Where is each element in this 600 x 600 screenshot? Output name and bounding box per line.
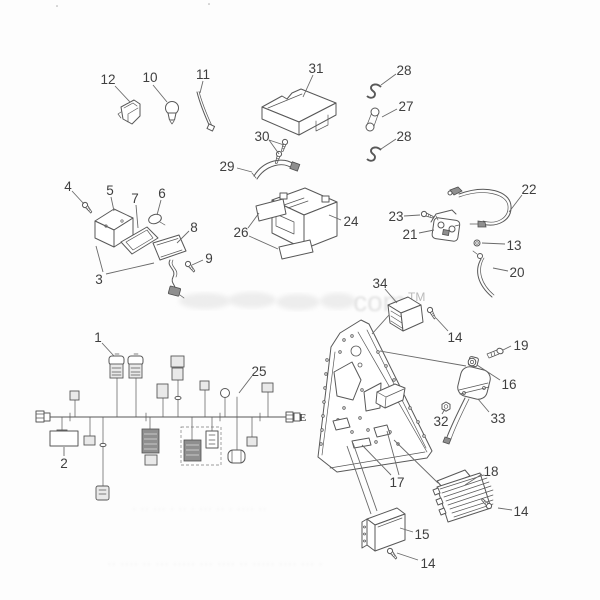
callout-19: 19 [513,338,528,353]
callout-30: 30 [254,129,269,144]
callout-7: 7 [131,191,139,206]
callout-17: 17 [389,475,404,490]
callout-14b: 14 [513,504,529,519]
battery-pads-illustration [255,198,314,260]
nut-13-illustration [473,239,481,247]
callout-32: 32 [433,414,448,429]
leader-lines [63,73,523,561]
nut-32-illustration [441,401,451,412]
j-hook-lower-illustration [366,146,382,162]
callout-22: 22 [521,182,536,197]
callout-6: 6 [158,186,166,201]
callout-23: 23 [388,209,403,224]
callout-12: 12 [100,72,115,87]
callout-10: 10 [142,70,157,85]
battery-box-illustration [261,88,337,136]
callout-1: 1 [94,330,102,345]
cable-tie-illustration [196,91,216,132]
callout-3: 3 [95,272,103,287]
callout-20: 20 [509,265,524,280]
callout-28a: 28 [396,63,411,78]
module-34-illustration [387,296,424,332]
battery-illustration [271,187,338,250]
headlight-pod-illustration [80,200,198,299]
callout-5: 5 [106,183,114,198]
battery-cable-illustration [447,186,512,228]
screw-9 [183,259,198,273]
callout-labels: 12 10 11 31 28 27 28 30 29 4 5 7 6 8 9 3… [60,61,536,571]
callout-16: 16 [501,377,516,392]
watermark-line-upper: · ·· ··· · ·· · ··· ·· · ···· ·· [133,506,268,513]
watermark-line-lower: ·· ···· ·· ··· ····· ··· ···· ·· ····· ·… [108,559,324,568]
callout-14c: 14 [420,556,436,571]
callout-27: 27 [398,99,413,114]
callout-2: 2 [60,456,68,471]
starter-solenoid-illustration [430,209,461,242]
callout-25: 25 [251,364,266,379]
callout-11: 11 [196,67,210,82]
bulb-10-illustration [165,101,179,125]
watermark-letter-e: E [299,412,306,424]
battery-strap-illustration [251,159,301,180]
switch-illustration [117,99,141,125]
watermark-center: com TM [179,286,425,317]
callout-24: 24 [343,214,359,229]
callout-33: 33 [490,411,505,426]
ignition-coil-illustration [442,356,491,445]
callout-26: 26 [233,225,248,240]
screw-14-top [425,305,439,320]
callout-15: 15 [414,527,429,542]
callout-8: 8 [190,220,198,235]
bolt-19-illustration [486,347,504,359]
frame-plate-illustration [317,319,433,473]
blank-label-2 [49,430,79,447]
callout-21: 21 [402,227,417,242]
callout-13: 13 [506,238,521,253]
callout-18: 18 [483,464,498,479]
washer-16-illustration [467,357,477,367]
callout-31: 31 [308,61,323,76]
paper-specks [56,3,210,7]
callout-28b: 28 [396,129,411,144]
ground-cable-illustration [472,250,495,298]
callout-4: 4 [64,179,72,194]
screw-23 [420,210,435,219]
wiring-harness-illustration [35,353,301,501]
strap-link-illustration [365,107,380,132]
cdi-box-illustration [361,507,406,552]
callout-29: 29 [219,159,234,174]
callout-9: 9 [205,251,213,266]
callout-14a: 14 [447,330,463,345]
callout-34: 34 [372,276,388,291]
j-hook-upper-illustration [366,83,382,99]
